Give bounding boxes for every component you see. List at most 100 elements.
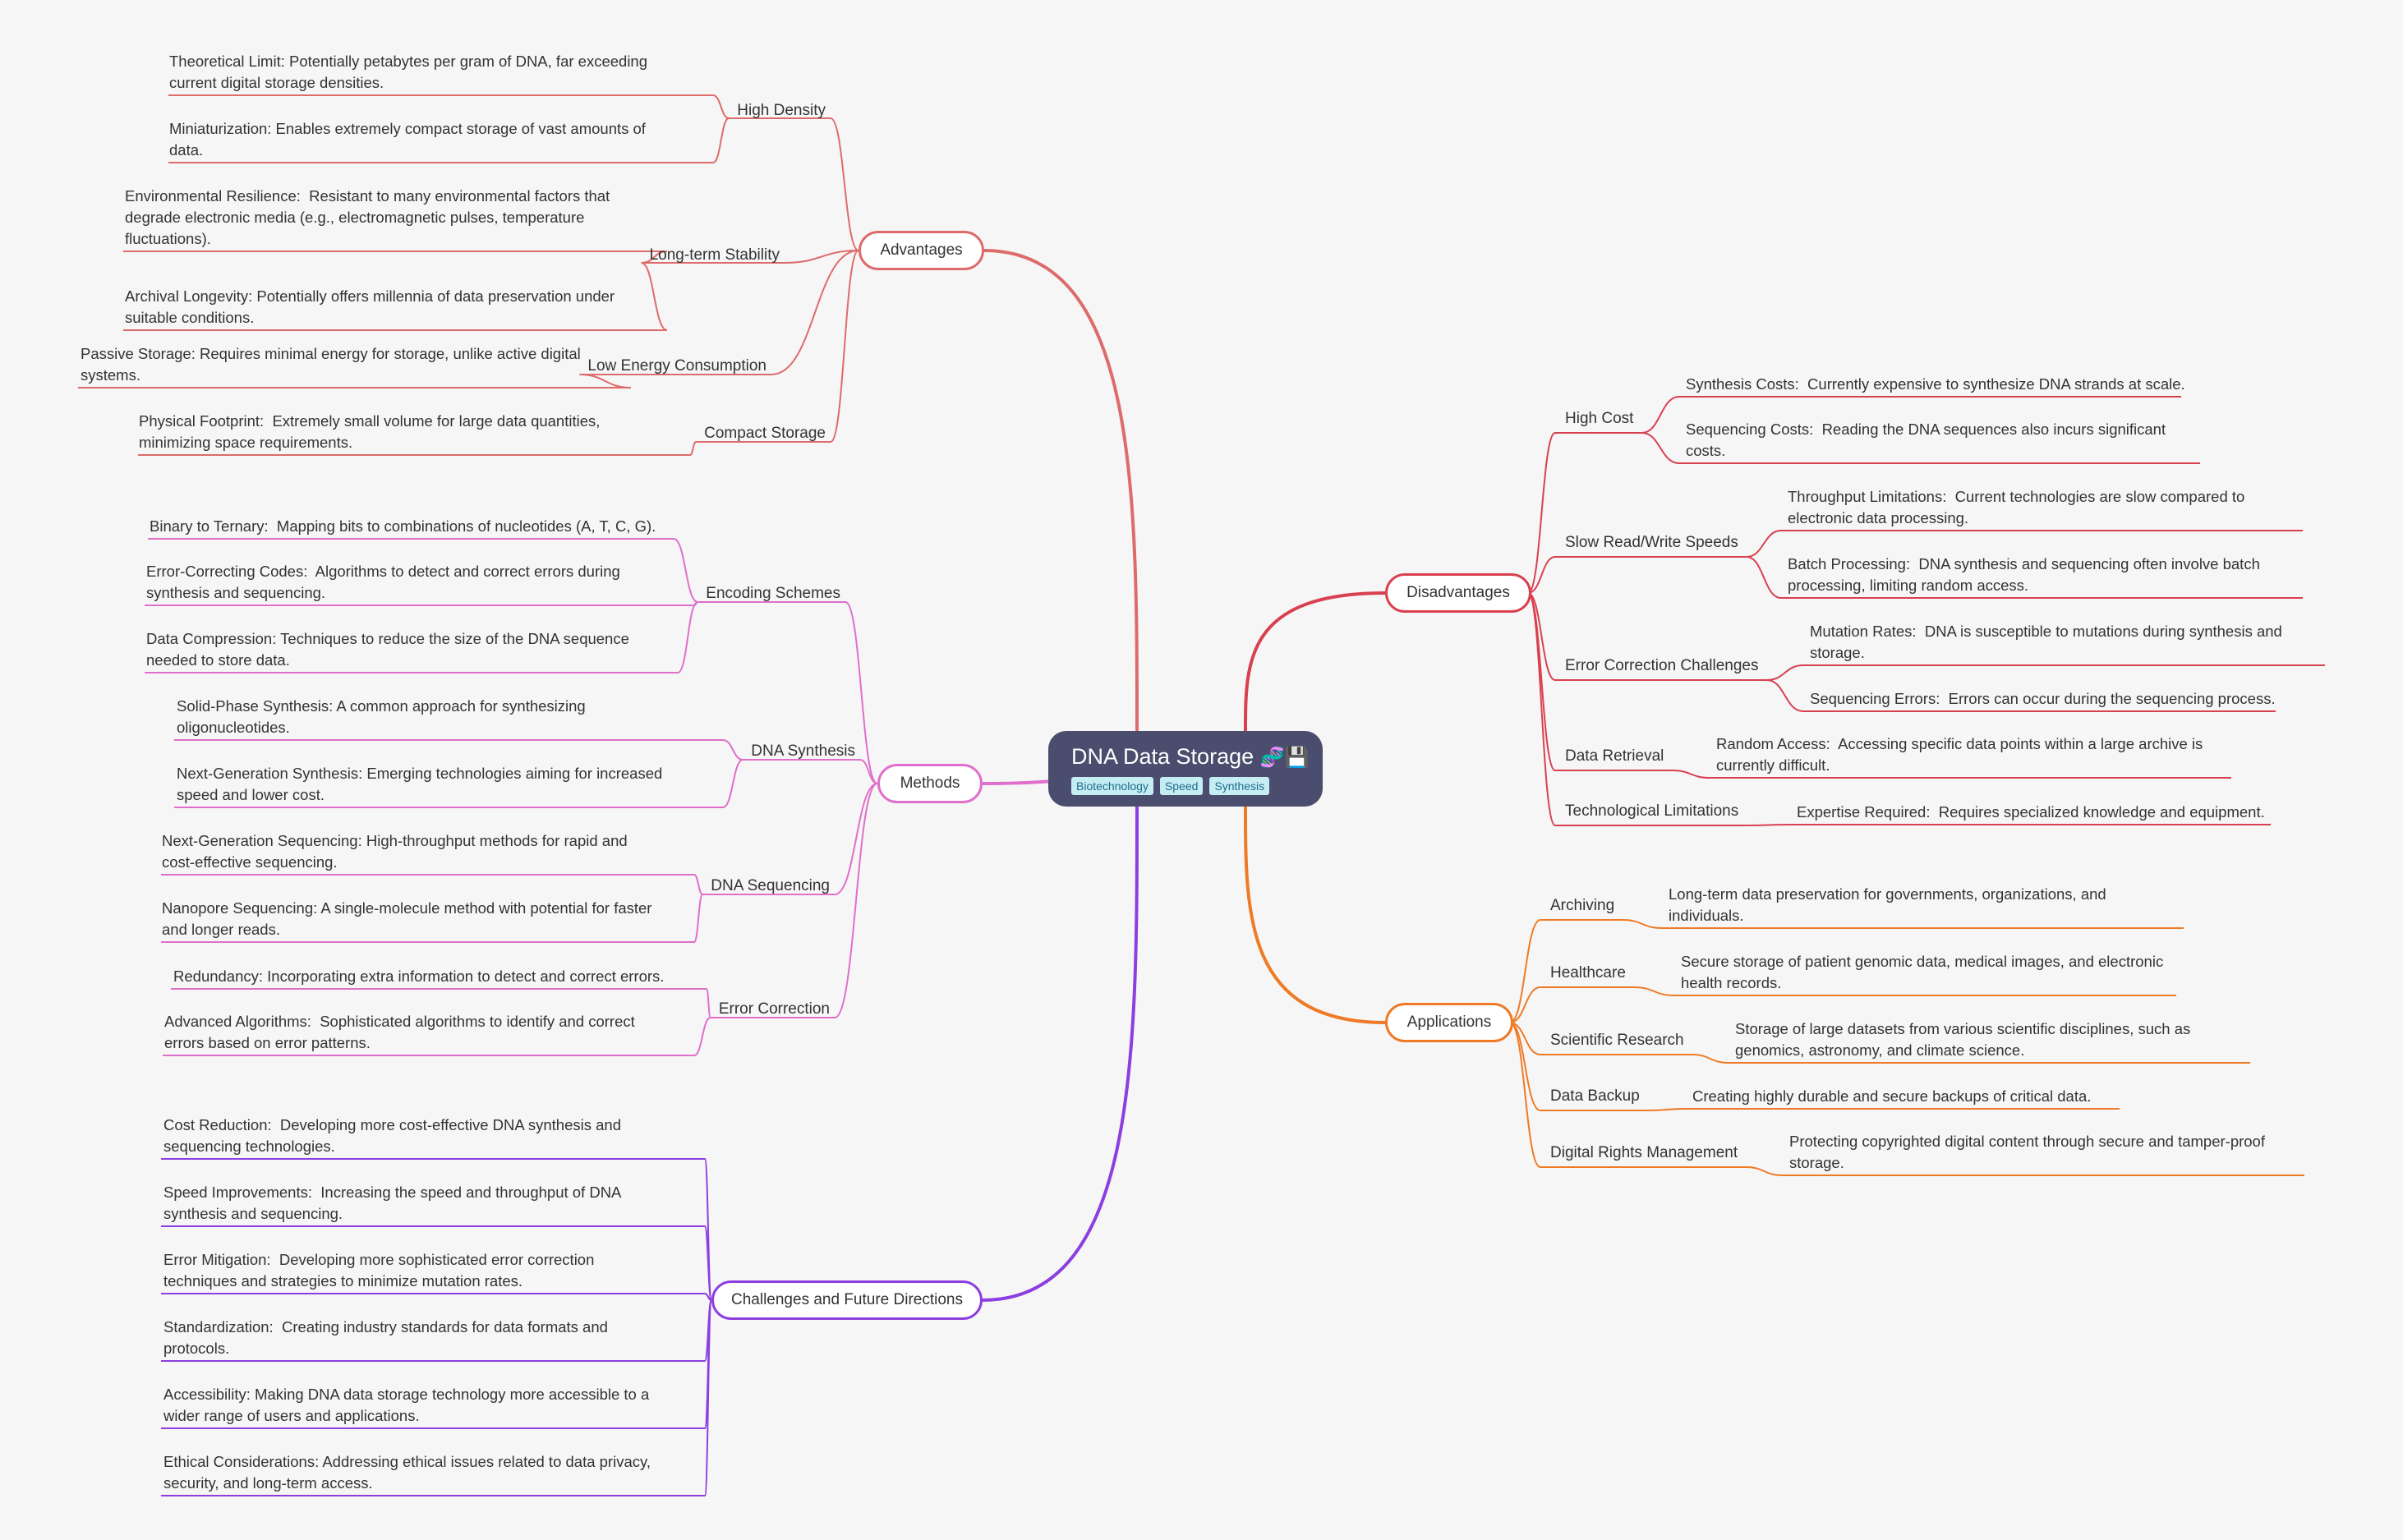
sub-data-backup[interactable]: Data Backup [1550, 1087, 1640, 1105]
leaf-data-backup-1[interactable]: Creating highly durable and secure backu… [1692, 1087, 2092, 1105]
edge-dna-synthesis-leaf-1 [722, 739, 743, 761]
sub-compact-storage[interactable]: Compact Storage [704, 425, 826, 442]
sub-healthcare[interactable]: Healthcare [1550, 964, 1626, 981]
leaf-low-energy-consumption-1[interactable]: Passive Storage: Requires minimal energy… [81, 345, 581, 384]
leaf-digital-rights-management-1[interactable]: Protecting copyrighted digital content t… [1789, 1133, 2265, 1171]
leaf-slow-read-write-speeds-2[interactable]: Batch Processing: DNA synthesis and sequ… [1788, 555, 2260, 594]
branch-challenges-and-future-directions[interactable]: Challenges and Future Directions [711, 1280, 983, 1320]
leaf-encoding-schemes-1[interactable]: Binary to Ternary: Mapping bits to combi… [150, 517, 656, 535]
leaf-healthcare-1[interactable]: Secure storage of patient genomic data, … [1681, 953, 2164, 991]
branch-advantages[interactable]: Advantages [859, 231, 984, 270]
branch-disadvantages[interactable]: Disadvantages [1385, 573, 1531, 613]
root-node[interactable]: DNA Data Storage 🧬💾 Biotechnology Speed … [1048, 731, 1323, 807]
edge-high-density-leaf-2 [712, 117, 730, 163]
sub-dna-sequencing[interactable]: DNA Sequencing [711, 877, 830, 894]
edge-disadvantages-technological-limitations [1527, 592, 1556, 826]
branch-applications[interactable]: Applications [1385, 1003, 1513, 1042]
edge-archiving-leaf-1 [1623, 919, 1663, 929]
edge-root-applications [1244, 806, 1386, 1024]
edge-error-correction-challenges-leaf-1 [1766, 664, 1804, 681]
edge-healthcare-leaf-1 [1633, 986, 1675, 996]
leaf-challenge-5[interactable]: Accessibility: Making DNA data storage t… [163, 1386, 650, 1424]
leaf-challenge-1[interactable]: Cost Reduction: Developing more cost-eff… [163, 1116, 621, 1155]
edge-challenges-leaf-2 [704, 1225, 712, 1301]
leaf-archiving-1[interactable]: Long-term data preservation for governme… [1669, 885, 2106, 924]
edge-methods-dna-synthesis [859, 759, 878, 784]
edge-disadvantages-error-correction-challenges [1527, 592, 1556, 681]
branch-methods[interactable]: Methods [877, 764, 983, 803]
sub-low-energy-consumption[interactable]: Low Energy Consumption [587, 357, 766, 375]
leaf-challenge-4[interactable]: Standardization: Creating industry stand… [163, 1318, 608, 1357]
tag-biotechnology[interactable]: Biotechnology [1071, 777, 1153, 795]
edge-digital-rights-management-leaf-1 [1746, 1166, 1784, 1176]
edge-long-term-stability-leaf-1 [641, 251, 668, 264]
leaf-slow-read-write-speeds-1[interactable]: Throughput Limitations: Current technolo… [1788, 488, 2245, 526]
edge-applications-healthcare [1509, 986, 1541, 1023]
edge-applications-digital-rights-management [1509, 1022, 1541, 1168]
edge-scientific-research-leaf-1 [1692, 1054, 1729, 1064]
leaf-dna-synthesis-2[interactable]: Next-Generation Synthesis: Emerging tech… [177, 765, 663, 803]
leaf-challenge-6[interactable]: Ethical Considerations: Addressing ethic… [163, 1453, 651, 1492]
leaf-encoding-schemes-3[interactable]: Data Compression: Techniques to reduce t… [146, 630, 629, 669]
sub-dna-synthesis[interactable]: DNA Synthesis [751, 742, 855, 760]
edge-error-correction-leaf-1 [706, 988, 711, 1018]
edge-advantages-compact-storage [830, 250, 859, 443]
leaf-data-retrieval-1[interactable]: Random Access: Accessing specific data p… [1716, 735, 2203, 774]
leaf-dna-sequencing-2[interactable]: Nanopore Sequencing: A single-molecule m… [162, 899, 652, 938]
sub-error-correction-challenges[interactable]: Error Correction Challenges [1565, 657, 1759, 674]
edge-methods-encoding-schemes [845, 601, 878, 784]
leaf-error-correction-2[interactable]: Advanced Algorithms: Sophisticated algor… [164, 1013, 635, 1051]
edge-long-term-stability-leaf-2 [641, 262, 668, 331]
edge-data-retrieval-leaf-1 [1672, 770, 1710, 779]
sub-technological-limitations[interactable]: Technological Limitations [1565, 802, 1739, 820]
sub-high-cost[interactable]: High Cost [1565, 410, 1634, 427]
edge-error-correction-leaf-2 [693, 1017, 711, 1056]
edge-methods-dna-sequencing [834, 783, 878, 895]
edge-high-density-leaf-1 [712, 94, 730, 119]
sub-data-retrieval[interactable]: Data Retrieval [1565, 747, 1664, 765]
sub-scientific-research[interactable]: Scientific Research [1550, 1032, 1684, 1049]
edge-applications-scientific-research [1509, 1022, 1541, 1055]
edge-low-energy-consumption-leaf-1 [579, 374, 632, 388]
edge-data-backup-leaf-1 [1647, 1108, 1687, 1111]
sub-error-correction[interactable]: Error Correction [718, 1000, 830, 1018]
leaf-scientific-research-1[interactable]: Storage of large datasets from various s… [1735, 1020, 2191, 1059]
leaf-encoding-schemes-2[interactable]: Error-Correcting Codes: Algorithms to de… [146, 563, 620, 601]
leaf-dna-synthesis-1[interactable]: Solid-Phase Synthesis: A common approach… [177, 697, 586, 736]
leaf-error-correction-challenges-2[interactable]: Sequencing Errors: Errors can occur duri… [1810, 690, 2276, 707]
edge-dna-synthesis-leaf-2 [722, 759, 743, 808]
leaf-high-cost-2[interactable]: Sequencing Costs: Reading the DNA sequen… [1686, 421, 2166, 459]
leaf-high-density-2[interactable]: Miniaturization: Enables extremely compa… [169, 120, 646, 159]
edge-slow-read-write-speeds-leaf-2 [1746, 556, 1782, 599]
edge-root-challenges [982, 806, 1139, 1302]
leaf-technological-limitations-1[interactable]: Expertise Required: Requires specialized… [1797, 803, 2265, 821]
sub-encoding-schemes[interactable]: Encoding Schemes [706, 585, 840, 602]
tag-speed[interactable]: Speed [1159, 777, 1204, 795]
leaf-high-cost-1[interactable]: Synthesis Costs: Currently expensive to … [1686, 375, 2185, 393]
leaf-compact-storage-1[interactable]: Physical Footprint: Extremely small volu… [139, 412, 601, 451]
edge-compact-storage-leaf-1 [689, 441, 697, 456]
leaf-high-density-1[interactable]: Theoretical Limit: Potentially petabytes… [169, 53, 648, 91]
sub-slow-read-write-speeds[interactable]: Slow Read/Write Speeds [1565, 534, 1738, 551]
leaf-long-term-stability-1[interactable]: Environmental Resilience: Resistant to m… [125, 187, 610, 247]
sub-long-term-stability[interactable]: Long-term Stability [649, 246, 780, 264]
floppy-disk-icon: 💾 [1284, 747, 1310, 769]
tag-synthesis[interactable]: Synthesis [1209, 777, 1270, 795]
leaf-long-term-stability-2[interactable]: Archival Longevity: Potentially offers m… [125, 287, 615, 326]
leaf-challenge-3[interactable]: Error Mitigation: Developing more sophis… [163, 1251, 595, 1289]
edge-encoding-schemes-leaf-1 [673, 538, 698, 603]
edge-dna-sequencing-leaf-1 [693, 874, 703, 895]
edge-advantages-high-density [830, 117, 859, 251]
edge-challenges-leaf-6 [704, 1299, 712, 1496]
edge-disadvantages-high-cost [1527, 432, 1556, 594]
sub-digital-rights-management[interactable]: Digital Rights Management [1550, 1144, 1738, 1161]
sub-archiving[interactable]: Archiving [1550, 897, 1615, 914]
leaf-error-correction-challenges-1[interactable]: Mutation Rates: DNA is susceptible to mu… [1810, 623, 2282, 661]
leaf-challenge-2[interactable]: Speed Improvements: Increasing the speed… [163, 1184, 622, 1222]
leaf-error-correction-1[interactable]: Redundancy: Incorporating extra informat… [173, 968, 665, 985]
leaf-dna-sequencing-1[interactable]: Next-Generation Sequencing: High-through… [162, 832, 628, 871]
sub-high-density[interactable]: High Density [737, 102, 826, 119]
edge-root-advantages [983, 249, 1139, 732]
